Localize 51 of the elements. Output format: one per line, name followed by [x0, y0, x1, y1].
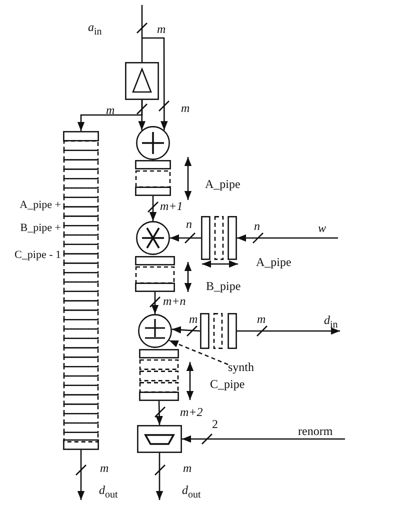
edge-label: m [189, 313, 198, 325]
edge-label: m+n [163, 295, 186, 307]
edge-label: w [318, 222, 326, 234]
pipeline-register [135, 256, 175, 292]
edge-label: m+2 [180, 406, 203, 418]
arrow [77, 100, 143, 131]
adder-circle [136, 126, 170, 160]
arrow [156, 400, 163, 426]
pipeline-depth-label: A_pipe [256, 256, 292, 268]
pipeline-depth-label: A_pipe [205, 178, 240, 190]
edge-label: renorm [298, 425, 333, 437]
bus-width-label: m [257, 313, 266, 325]
shifter-box [137, 425, 182, 453]
depth-label: A_pipe + [20, 200, 61, 211]
arrow [77, 450, 85, 500]
synth-label: synth [228, 360, 254, 375]
bus-width-label: m [157, 23, 166, 35]
register-column [63, 131, 99, 450]
edge-label: m+1 [160, 200, 183, 212]
bus-width-label: m [183, 462, 192, 474]
edge-label: m [181, 102, 190, 114]
arrow [142, 37, 168, 130]
edge-label: d$_{in}$ [324, 314, 338, 330]
leader-line [168, 340, 228, 366]
pipeline-depth-label: C_pipe [210, 378, 245, 390]
input-register [201, 216, 237, 260]
arrow [149, 196, 157, 221]
arrow [151, 292, 159, 314]
arrow [156, 453, 164, 500]
add-subtract-circle [138, 314, 172, 348]
arrow [237, 234, 338, 242]
edge-label: a$_{in}$ [88, 21, 102, 38]
pipeline-register [139, 349, 179, 401]
bus-width-label: n [254, 220, 260, 232]
bus-width-label: 2 [212, 418, 218, 430]
edge-label: n [186, 218, 192, 230]
arrow [237, 327, 340, 335]
input-register [200, 313, 237, 349]
edge-label: d$_{out}$ [99, 484, 118, 500]
pipeline-depth-label: B_pipe [206, 280, 241, 292]
delta-box [125, 62, 159, 100]
arrow [172, 326, 200, 334]
bus-width-label: m [100, 462, 109, 474]
depth-label: C_pipe - 1 [14, 250, 61, 261]
arrow [182, 435, 345, 443]
pipeline-register [135, 160, 171, 196]
depth-label: B_pipe + [20, 223, 61, 234]
arrow [170, 234, 201, 242]
multiplier-circle [136, 221, 170, 255]
edge-label: d$_{out}$ [182, 484, 201, 500]
edge-label: m [106, 104, 115, 116]
